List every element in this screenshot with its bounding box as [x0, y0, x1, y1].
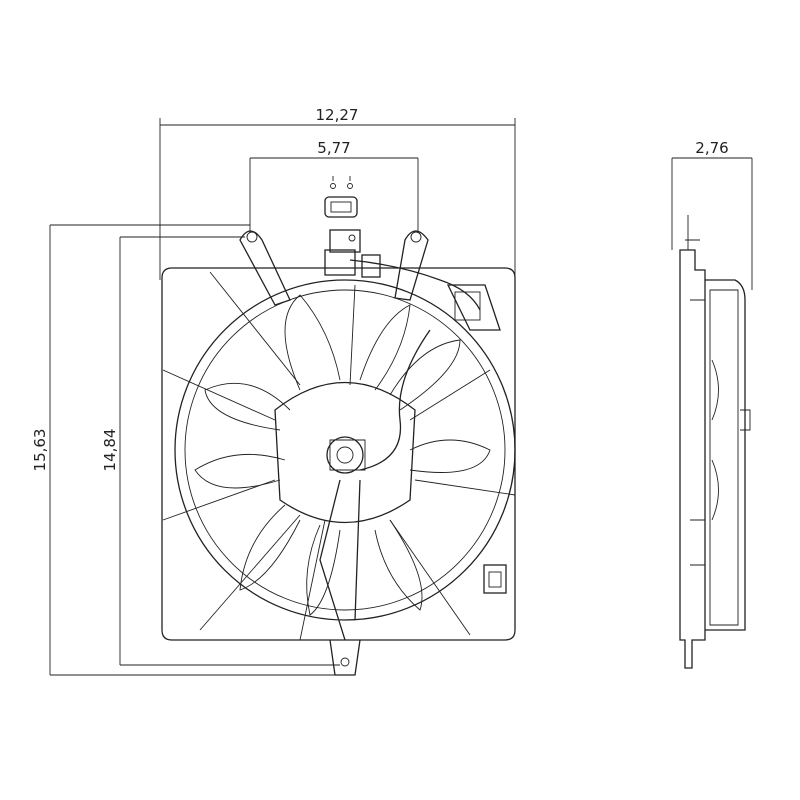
corner-bracket: [483, 564, 507, 594]
mount-tab-bottom: [329, 639, 361, 676]
connector-pin-detail: [324, 176, 358, 218]
mount-spacing-label: 5,77: [317, 139, 350, 157]
shroud-frame: [161, 267, 516, 641]
frame-struts: [162, 271, 516, 641]
motor-shaft: [326, 436, 364, 474]
dimension-mount-spacing: 5,77: [249, 139, 419, 232]
mount-height-label: 14,84: [101, 429, 119, 472]
overall-height-label: 15,63: [31, 429, 49, 472]
depth-label: 2,76: [695, 139, 728, 157]
mount-ear-right: [394, 230, 429, 301]
connector: [324, 229, 501, 331]
dimension-mount-height: 14,84: [101, 236, 340, 666]
front-view: [161, 176, 516, 676]
motor-hub: [274, 382, 416, 524]
fan-blades: [194, 294, 491, 616]
fan-ring: [174, 279, 516, 621]
dimension-overall-height: 15,63: [31, 224, 345, 676]
overall-width-label: 12,27: [316, 106, 359, 124]
dimension-overall-width: 12,27: [159, 106, 516, 280]
side-profile: [679, 249, 706, 669]
wire-harness: [319, 259, 481, 641]
side-view: 2,76: [671, 139, 753, 669]
